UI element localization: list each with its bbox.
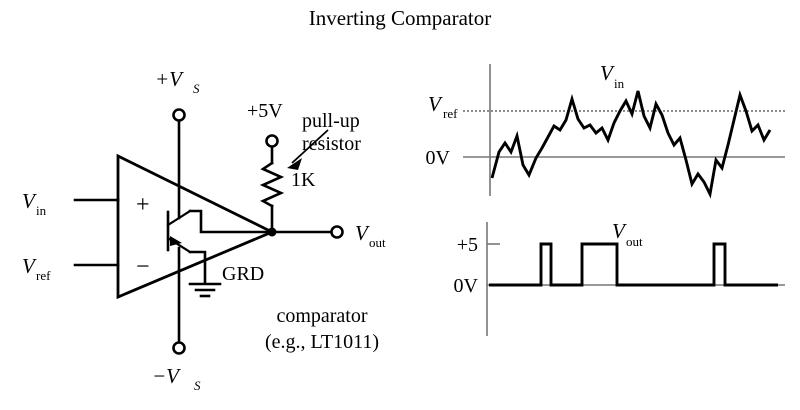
minus-symbol: − (136, 254, 150, 280)
vin-terminal-label: V (22, 189, 37, 213)
vref-terminal-sublabel: ref (36, 268, 51, 283)
device-caption: comparator (e.g., LT1011) (265, 305, 379, 353)
output-plot-zero-label: 0V (454, 275, 479, 297)
vout-terminal-label: V (355, 221, 370, 245)
output-waveform-trace (489, 242, 778, 287)
vref-terminal-label: V (22, 254, 37, 278)
positive-supply-sublabel: S (193, 81, 200, 96)
negative-supply-node-circle (172, 341, 186, 355)
input-plot-ref-sublabel: ref (443, 106, 458, 121)
inverting-input: − V ref (22, 254, 150, 283)
device-caption-line2: (e.g., LT1011) (265, 331, 379, 353)
transistor-emitter-arrow (170, 236, 182, 246)
vout-terminal-sublabel: out (369, 235, 386, 250)
ground-symbol: GRD (188, 263, 264, 298)
input-plot-zero-label: 0V (426, 147, 451, 169)
pullup-annotation-arrowhead (287, 158, 302, 170)
pullup-rail-label: +5V (247, 100, 283, 122)
ground-label: GRD (222, 263, 264, 285)
plus-symbol: + (136, 192, 150, 218)
input-plot-series-label: V (600, 61, 615, 85)
resistor-value-label: 1K (291, 169, 316, 191)
vin-terminal-sublabel: in (36, 203, 47, 218)
pullup-rail-node-circle (265, 134, 279, 148)
input-waveform-plot: V ref 0V V in (426, 61, 785, 199)
positive-supply-terminal: +V S (155, 67, 200, 220)
negative-supply-sublabel: S (194, 378, 201, 393)
negative-supply-label: −V (152, 364, 181, 388)
pullup-annotation: pull-up resistor (287, 110, 361, 170)
output-plot-series-sublabel: out (626, 234, 643, 249)
pullup-resistor-zigzag (259, 161, 285, 208)
input-plot-series-sublabel: in (614, 76, 625, 91)
device-caption-line1: comparator (276, 305, 367, 327)
noninverting-input: + V in (22, 189, 150, 218)
circuit-schematic: +V S −V S + V in (22, 67, 386, 393)
pullup-annotation-line2: resistor (302, 133, 361, 155)
output-plot-series-label: V (612, 219, 627, 243)
internal-npn-transistor (166, 209, 274, 285)
positive-supply-node-circle (172, 108, 186, 122)
output-terminal: V out (267, 221, 386, 250)
input-waveform-trace (490, 90, 772, 199)
negative-supply-terminal: −V S (152, 246, 201, 393)
output-plot-high-label: +5 (457, 234, 478, 256)
transistor-emitter-to-ground (188, 250, 207, 285)
transistor-collector-lead (166, 209, 192, 227)
positive-supply-label: +V (155, 67, 184, 91)
pullup-annotation-arrow-shaft (291, 129, 329, 164)
input-plot-ref-label: V (428, 92, 443, 116)
output-node-circle (330, 225, 344, 239)
comparator-triangle-body (116, 153, 276, 300)
page-title: Inverting Comparator (309, 6, 492, 30)
pullup-annotation-line1: pull-up (302, 110, 360, 132)
output-waveform-plot: +5 0V V out (454, 219, 785, 336)
transistor-collector-to-output (188, 209, 274, 234)
